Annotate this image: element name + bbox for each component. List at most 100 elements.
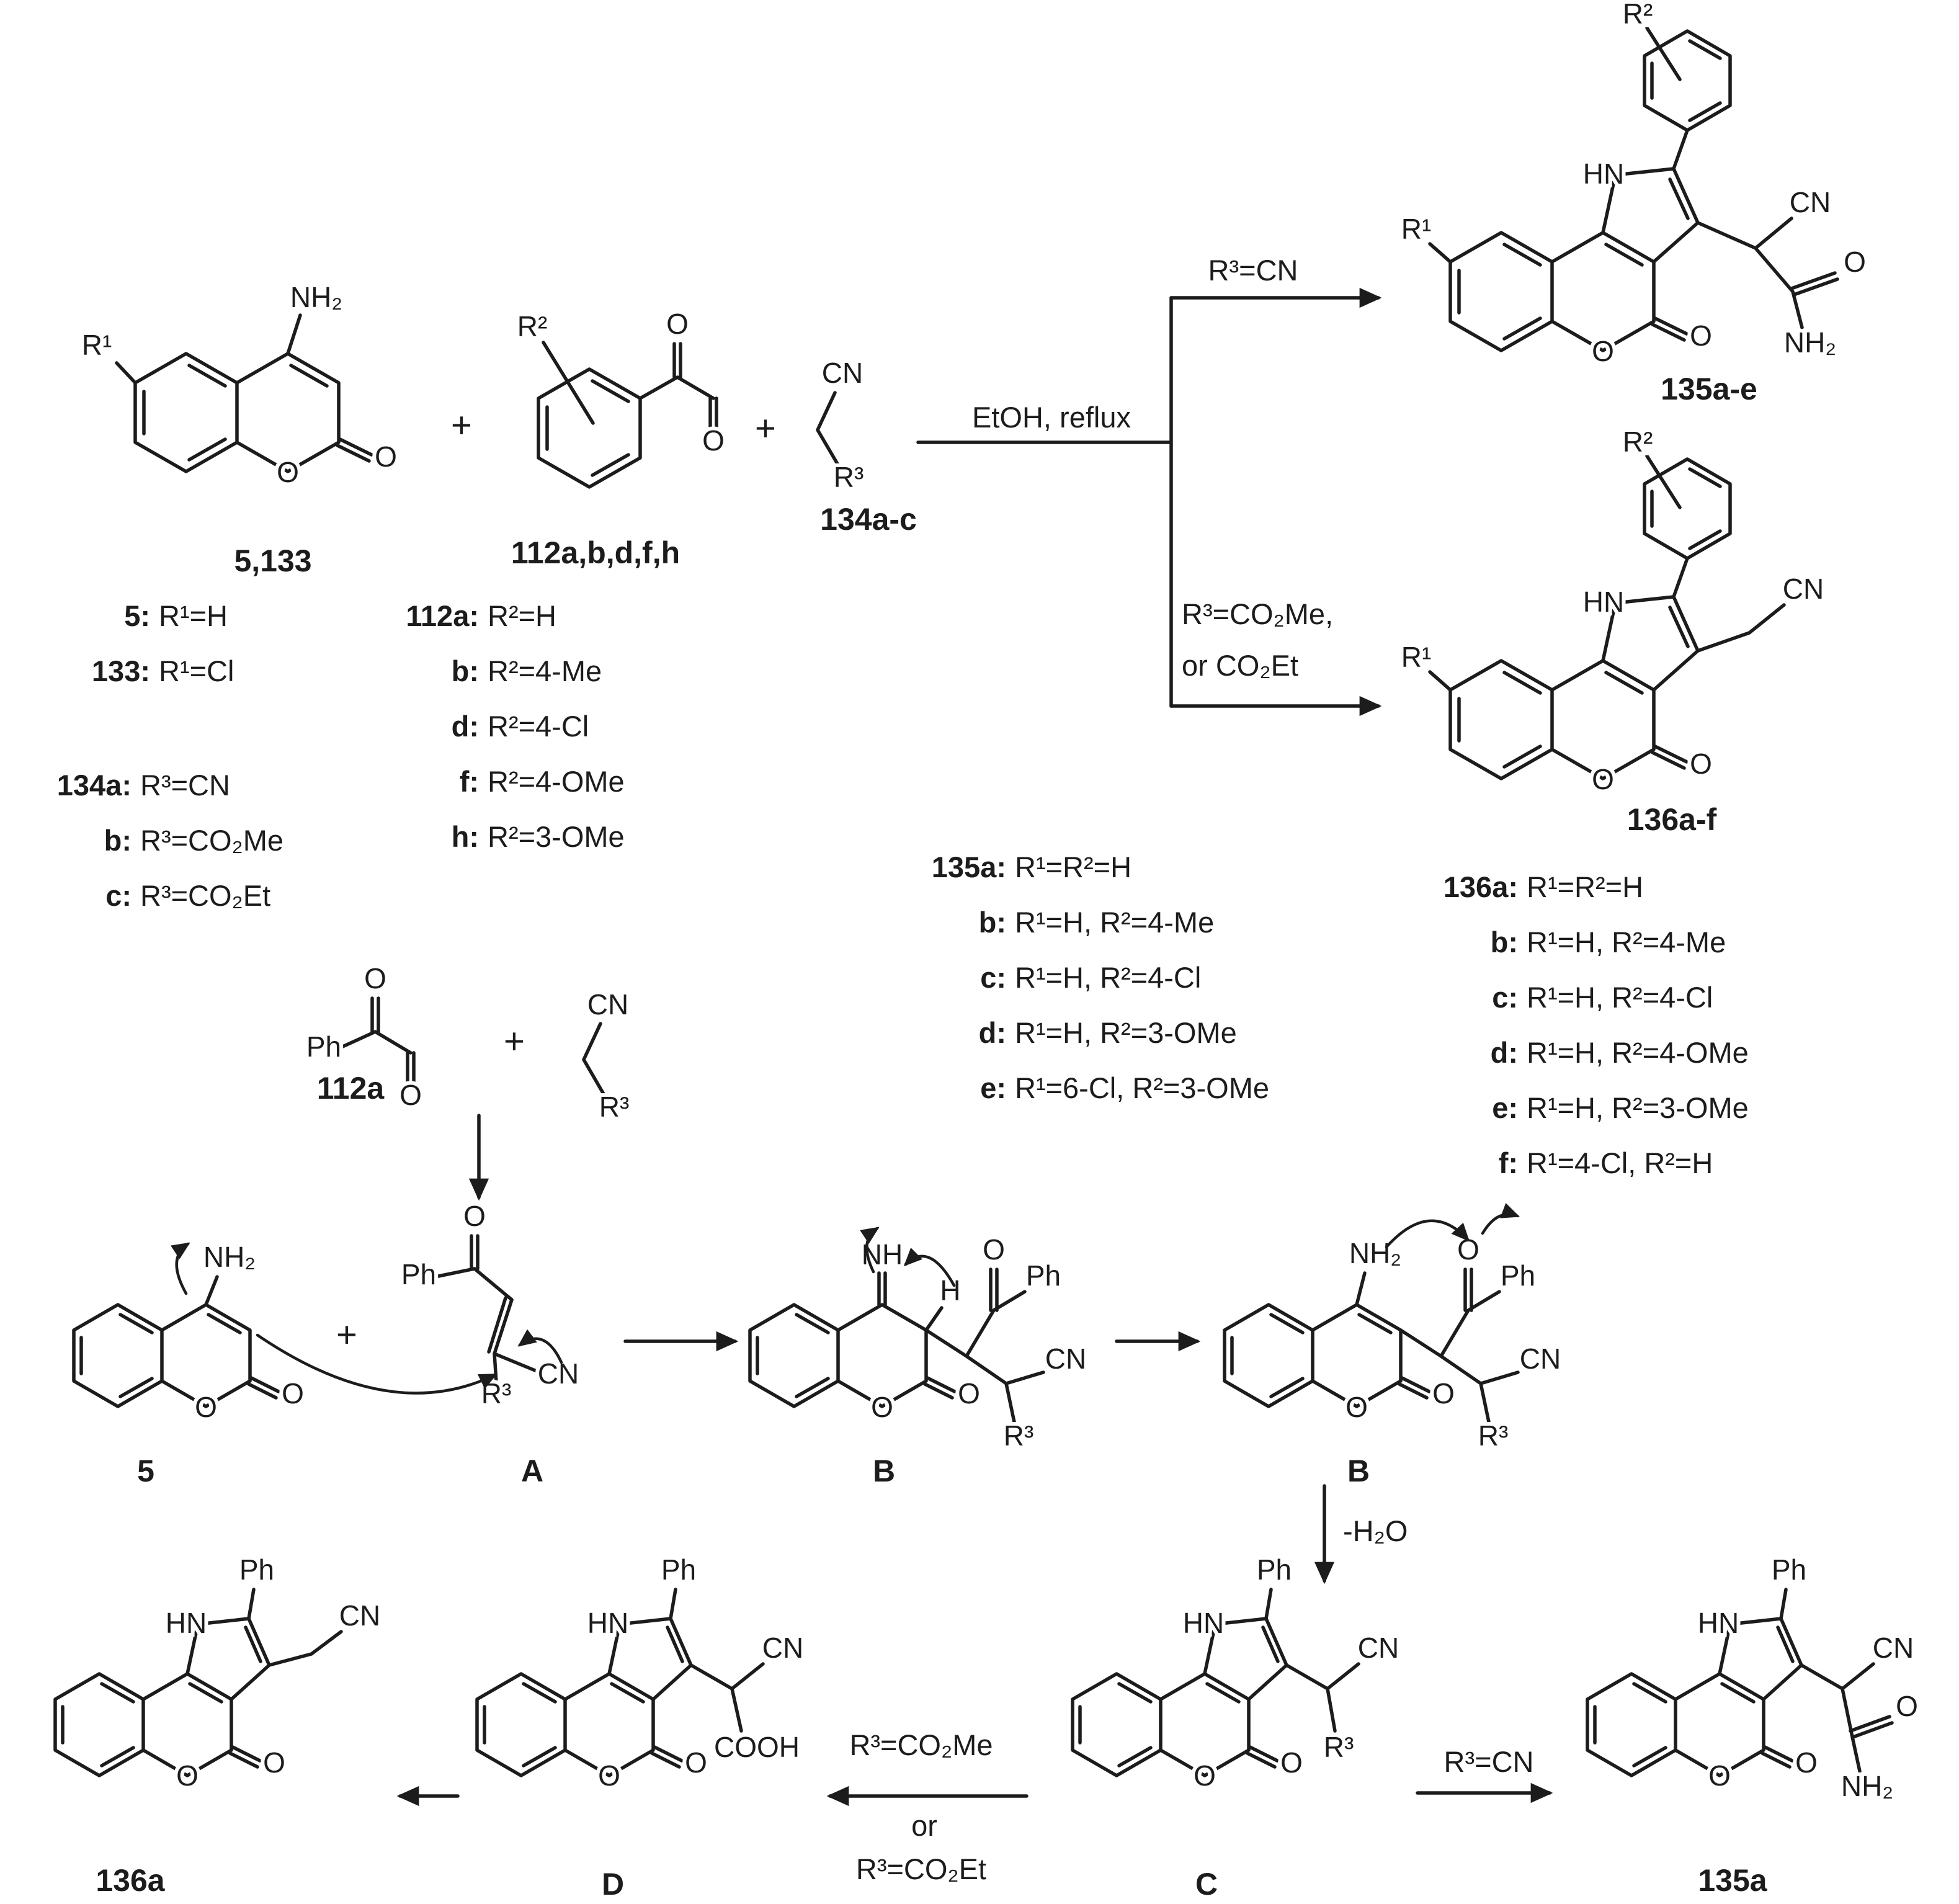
atom-label-o-ring: O <box>871 1391 893 1423</box>
atom-label-hn: HN <box>587 1607 628 1639</box>
legend-line: 136a:R¹=R²=H <box>1443 870 1644 903</box>
atom-label-hn: HN <box>166 1607 207 1639</box>
legend-134: 134a:R³=CN b:R³=CO₂Me c:R³=CO₂Et <box>43 768 283 934</box>
atom-label-ph: Ph <box>239 1553 274 1586</box>
atom-label-nh2: NH₂ <box>1784 326 1836 359</box>
condition-dehydration: -H₂O <box>1343 1514 1408 1547</box>
atom-label-o-ring: O <box>195 1391 217 1423</box>
condition-top-branch: R³=CN <box>1208 254 1298 287</box>
atom-label-ph: Ph <box>1772 1553 1806 1586</box>
legend-line: c:R³=CO₂Et <box>105 879 271 912</box>
legend-112: 112a:R²=H b:R²=4-Me d:R²=4-Cl f:R²=4-OMe… <box>391 599 625 875</box>
condition-c-to-d-1: R³=CO₂Me <box>849 1728 993 1761</box>
atom-label-o-ring: O <box>277 456 299 488</box>
atom-label-ph: Ph <box>661 1553 696 1586</box>
atom-label-r1: R¹ <box>1401 213 1432 245</box>
label-112a-mech: 112a <box>316 1071 385 1106</box>
atom-label-ph: Ph <box>306 1030 341 1063</box>
structure-nitrile-134: CN R³ <box>816 353 867 497</box>
atom-label-r1: R¹ <box>1401 641 1432 673</box>
atom-label-o-keto: O <box>983 1233 1005 1266</box>
straight-arrows <box>396 287 1553 1807</box>
atom-label-ph: Ph <box>401 1258 436 1290</box>
atom-label-r3: R³ <box>1004 1419 1034 1452</box>
atom-label-o-aldehyde: O <box>702 424 725 457</box>
legend-line: d:R¹=H, R²=3-OMe <box>978 1016 1237 1049</box>
atom-label-o-keto: O <box>1280 1746 1303 1779</box>
bonds <box>748 1267 1045 1424</box>
bonds <box>475 1588 765 1777</box>
atom-label-r3: R³ <box>599 1091 630 1123</box>
legend-line: b:R¹=H, R²=4-Me <box>978 906 1215 939</box>
legend-line: f:R²=4-OMe <box>459 765 625 798</box>
atom-label-o-amide: O <box>1896 1690 1918 1722</box>
label-136af: 136a-f <box>1627 802 1717 837</box>
legend-135: 135a:R¹=R²=H b:R¹=H, R²=4-Me c:R¹=H, R²=… <box>918 850 1269 1126</box>
atom-label-nh2: NH₂ <box>1841 1770 1893 1802</box>
atom-label-cn: CN <box>1358 1632 1399 1664</box>
bonds <box>338 996 416 1088</box>
label-D: D <box>601 1867 625 1902</box>
atom-label-o-keto: O <box>282 1377 304 1410</box>
structure-aminocoumarin-5-133: NH₂ R¹ O O <box>78 277 401 492</box>
condition-c-to-d-3: R³=CO₂Et <box>855 1853 987 1885</box>
bonds <box>582 1022 606 1097</box>
legend-line: e:R¹=6-Cl, R²=3-OMe <box>980 1071 1270 1104</box>
atom-label-hn: HN <box>1183 1607 1224 1639</box>
atom-label-cn: CN <box>538 1357 579 1390</box>
atom-label-ph: Ph <box>1501 1259 1535 1292</box>
atom-label-o-keto: O <box>1690 748 1712 780</box>
bonds <box>1428 26 1839 352</box>
legend-line: h:R²=3-OMe <box>451 820 625 853</box>
plus-sign: + <box>755 408 776 449</box>
atom-label-o-keto: O <box>685 1746 707 1779</box>
structure-136a-mech: HN Ph O O CN <box>53 1550 384 1795</box>
atom-label-cooh: COOH <box>714 1731 800 1763</box>
label-C: C <box>1195 1867 1218 1902</box>
atom-label-o-keto: O <box>1795 1746 1818 1779</box>
bonds <box>115 313 373 473</box>
atom-label-o-ring: O <box>598 1759 620 1792</box>
structure-product-136af: R² HN R¹ O O CN <box>1398 422 1828 799</box>
plus-sign: + <box>504 1021 525 1062</box>
label-135a-mech: 135a <box>1698 1863 1767 1898</box>
structure-product-135ae: R² HN R¹ O O CN O NH₂ <box>1398 0 1870 371</box>
legend-136: 136a:R¹=R²=H b:R¹=H, R²=4-Me c:R¹=H, R²=… <box>1430 870 1749 1201</box>
atom-label-o-keto: O <box>1690 320 1712 352</box>
atom-label-cn: CN <box>1045 1343 1086 1375</box>
legend-5-133: 5:R¹=H 133:R¹=Cl <box>62 599 234 709</box>
atom-label-o-lactone: O <box>1432 1377 1455 1410</box>
atom-label-hn: HN <box>1583 586 1624 618</box>
atom-label-cn: CN <box>822 357 863 389</box>
legend-line: d:R¹=H, R²=4-OMe <box>1490 1036 1749 1069</box>
legend-line: c:R¹=H, R²=4-Cl <box>980 961 1202 994</box>
structure-intermediate-B1: NH H O Ph CN R³ O O <box>748 1230 1090 1455</box>
atom-label-r3: R³ <box>1324 1731 1354 1763</box>
atom-label-r1: R¹ <box>82 329 112 361</box>
bonds <box>816 391 841 468</box>
atom-label-ph: Ph <box>1026 1259 1061 1292</box>
atom-label-o-ring: O <box>1345 1391 1368 1423</box>
condition-main: EtOH, reflux <box>972 401 1131 434</box>
label-135ae: 135a-e <box>1661 372 1757 406</box>
atom-label-o-ring: O <box>1592 335 1614 367</box>
atom-label-o-ring: O <box>176 1759 199 1792</box>
curved-electron-arrows <box>170 1202 1520 1395</box>
atom-label-nh2: NH₂ <box>203 1241 256 1273</box>
atom-label-hn: HN <box>1698 1607 1739 1639</box>
label-A: A <box>520 1454 544 1488</box>
atom-label-r2: R² <box>517 310 548 342</box>
atom-label-o-keto: O <box>375 440 397 473</box>
atom-label-o-ring: O <box>1708 1759 1731 1792</box>
atom-label-o-ring: O <box>1592 763 1614 795</box>
bonds <box>537 341 718 489</box>
label-136a-mech: 136a <box>96 1863 165 1898</box>
label-B2: B <box>1347 1454 1370 1488</box>
structure-coumarin-5-mech: NH₂ O O <box>72 1237 308 1427</box>
structure-135a-mech: HN Ph O O CN O NH₂ <box>1586 1550 1922 1806</box>
atom-label-r2: R² <box>1623 0 1653 30</box>
atom-label-cn: CN <box>587 988 628 1021</box>
atom-label-ph: Ph <box>1257 1553 1292 1586</box>
condition-c-to-d-2: or <box>911 1809 937 1842</box>
